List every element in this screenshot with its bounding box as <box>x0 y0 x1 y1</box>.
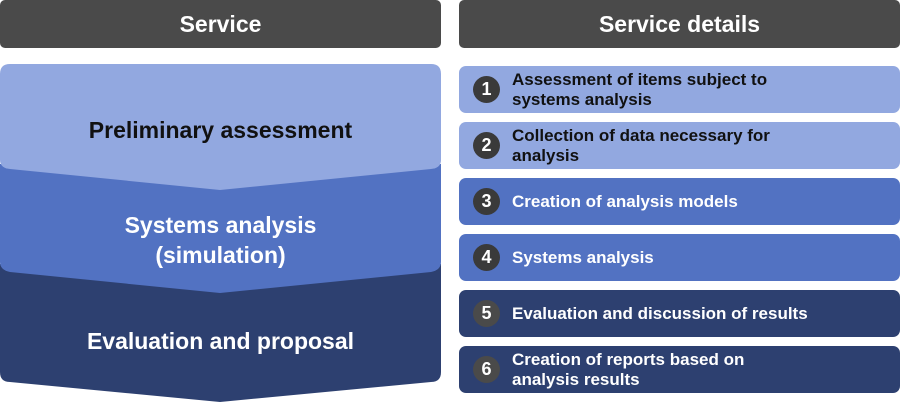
service-details-header: Service details <box>459 0 900 48</box>
detail-text-2: Collection of data necessary for analysi… <box>512 125 770 165</box>
detail-row-6: 6 Creation of reports based on analysis … <box>459 346 900 393</box>
stage-label-preliminary-assessment: Preliminary assessment <box>0 115 441 145</box>
detail-row-1: 1 Assessment of items subject to systems… <box>459 66 900 113</box>
stage-shape-systems-analysis <box>0 164 441 293</box>
detail-text-5: Evaluation and discussion of results <box>512 303 808 323</box>
detail-row-3: 3 Creation of analysis models <box>459 178 900 225</box>
service-header: Service <box>0 0 441 48</box>
stage-shape-preliminary <box>0 64 441 190</box>
stage-label-evaluation-and-proposal: Evaluation and proposal <box>0 326 441 356</box>
stage-label-line: (simulation) <box>155 242 286 268</box>
stage-label-line: Systems analysis <box>124 212 317 238</box>
detail-row-5: 5 Evaluation and discussion of results <box>459 290 900 337</box>
step-number-6: 6 <box>473 356 500 383</box>
detail-row-4: 4 Systems analysis <box>459 234 900 281</box>
step-number-2: 2 <box>473 132 500 159</box>
step-number-3: 3 <box>473 188 500 215</box>
step-number-5: 5 <box>473 300 500 327</box>
stage-shape-evaluation <box>0 264 441 402</box>
detail-text-3: Creation of analysis models <box>512 191 738 211</box>
step-number-1: 1 <box>473 76 500 103</box>
detail-text-4: Systems analysis <box>512 247 654 267</box>
detail-row-2: 2 Collection of data necessary for analy… <box>459 122 900 169</box>
stage-label-text: Evaluation and proposal <box>86 328 355 354</box>
detail-text-1: Assessment of items subject to systems a… <box>512 69 768 109</box>
service-flow-chevrons <box>0 64 441 402</box>
stage-label-systems-analysis: Systems analysis (simulation) <box>0 210 441 270</box>
detail-text-6: Creation of reports based on analysis re… <box>512 349 745 389</box>
stage-label-text: Preliminary assessment <box>88 117 353 143</box>
step-number-4: 4 <box>473 244 500 271</box>
